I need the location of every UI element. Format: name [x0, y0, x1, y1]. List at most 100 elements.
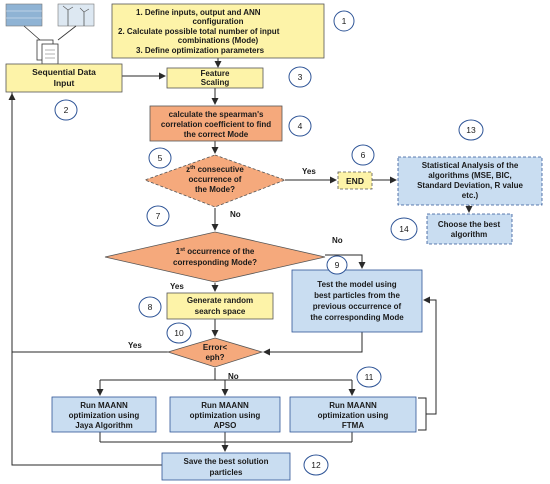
svg-text:8: 8 [148, 302, 153, 312]
svg-text:zth consecutive: zth consecutive [186, 165, 244, 174]
svg-text:optimization using: optimization using [318, 411, 389, 420]
svg-text:occurrence of: occurrence of [189, 175, 242, 184]
save-solution-box: Save the best solution particles [161, 452, 291, 481]
step-circle-11: 11 [356, 366, 382, 388]
svg-text:5: 5 [158, 153, 163, 163]
svg-text:the Mode?: the Mode? [195, 185, 235, 194]
svg-text:the correct Mode: the correct Mode [184, 130, 249, 139]
edge-label-yes-loop: Yes [128, 341, 142, 350]
svg-text:Sequential Data: Sequential Data [32, 67, 96, 77]
init-line-3: 2. Calculate possible total number of in… [118, 27, 280, 36]
svg-text:6: 6 [361, 150, 366, 160]
edge-label-no-first: No [230, 210, 241, 219]
svg-text:etc.): etc.) [462, 191, 479, 200]
error-threshold-decision: Error< eph? [166, 337, 264, 368]
svg-text:7: 7 [156, 211, 161, 221]
svg-text:optimization using: optimization using [190, 411, 261, 420]
step-circle-2: 2 [54, 99, 78, 121]
init-line-2: configuration [192, 17, 243, 26]
apso-algorithm-box: Run MAANN optimization using APSO [169, 396, 281, 433]
init-line-4: combinations (Mode) [178, 36, 259, 45]
svg-text:Error<: Error< [203, 343, 228, 352]
svg-text:FTMA: FTMA [342, 421, 364, 430]
svg-text:1st occurrence of the: 1st occurrence of the [176, 247, 255, 256]
svg-text:corresponding Mode?: corresponding Mode? [173, 258, 257, 267]
step-circle-3: 3 [288, 66, 312, 88]
sequential-data-input-box: Sequential Data Input [5, 63, 123, 93]
svg-text:END: END [346, 176, 364, 186]
step-circle-10: 10 [166, 322, 192, 344]
svg-text:calculate the spearman's: calculate the spearman's [169, 110, 264, 119]
svg-text:previous occurrence of: previous occurrence of [313, 302, 402, 311]
edge-label-no-test: No [332, 236, 343, 245]
step-circle-4: 4 [288, 115, 312, 137]
choose-best-algorithm-box: Choose the best algorithm [426, 213, 513, 245]
svg-text:APSO: APSO [214, 421, 237, 430]
step-circle-5: 5 [148, 147, 172, 169]
svg-text:Generate random: Generate random [187, 296, 253, 305]
edge-label-no-algorithms: No [228, 372, 239, 381]
svg-text:the corresponding Mode: the corresponding Mode [310, 313, 404, 322]
statistical-analysis-box: Statistical Analysis of the algorithms (… [397, 156, 543, 206]
svg-text:Save the best solution: Save the best solution [184, 457, 269, 466]
consecutive-occurrence-decision: zth consecutive occurrence of the Mode? [143, 154, 287, 208]
ftma-algorithm-box: Run MAANN optimization using FTMA [289, 396, 417, 433]
svg-text:Standard Deviation, R value: Standard Deviation, R value [417, 181, 523, 190]
init-line-1: 1. Define inputs, output and ANN [136, 8, 261, 17]
first-occurrence-decision: 1st occurrence of the corresponding Mode… [104, 231, 326, 283]
svg-text:Run MAANN: Run MAANN [201, 401, 249, 410]
step-circle-8: 8 [138, 296, 162, 318]
init-config-box: 1. Define inputs, output and ANN configu… [111, 3, 325, 59]
svg-text:best particles from the: best particles from the [314, 291, 400, 300]
svg-text:1: 1 [342, 16, 347, 26]
svg-text:11: 11 [365, 372, 374, 382]
solar-panel-icon [5, 3, 43, 27]
step-circle-13: 13 [458, 119, 484, 141]
generate-random-search-box: Generate random search space [166, 292, 274, 320]
svg-text:Statistical Analysis of the: Statistical Analysis of the [422, 161, 519, 170]
step-numbers: 1 2 3 4 5 6 7 8 9 10 11 12 13 14 [54, 10, 484, 476]
svg-text:Jaya Algorithm: Jaya Algorithm [75, 421, 133, 430]
edge-label-yes-random: Yes [170, 282, 184, 291]
documents-icon [36, 39, 59, 65]
svg-text:Scaling: Scaling [201, 78, 230, 87]
svg-text:3: 3 [298, 72, 303, 82]
svg-text:2: 2 [64, 105, 69, 115]
feature-scaling-box: Feature Scaling [166, 67, 264, 89]
svg-text:particles: particles [210, 468, 243, 477]
end-box: END [337, 171, 373, 190]
svg-text:search space: search space [195, 307, 246, 316]
svg-text:Feature: Feature [201, 69, 230, 78]
wind-turbine-icon [57, 3, 95, 27]
test-model-box: Test the model using best particles from… [291, 269, 423, 333]
data-sources-illustration [5, 3, 95, 66]
connectors [8, 58, 473, 466]
step-circle-12: 12 [303, 454, 329, 476]
edge-label-yes-end: Yes [302, 167, 316, 176]
svg-text:algorithm: algorithm [451, 230, 487, 239]
step-circle-14: 14 [390, 217, 418, 241]
svg-text:12: 12 [311, 460, 321, 470]
svg-text:Test the model using: Test the model using [317, 280, 397, 289]
step-circle-1: 1 [333, 10, 355, 32]
svg-text:Choose the best: Choose the best [438, 220, 501, 229]
step-circle-9: 9 [326, 255, 348, 275]
svg-text:Run MAANN: Run MAANN [329, 401, 377, 410]
jaya-algorithm-box: Run MAANN optimization using Jaya Algori… [51, 396, 157, 433]
svg-text:correlation coefficient to fin: correlation coefficient to find [161, 120, 271, 129]
step-circle-7: 7 [146, 205, 170, 227]
svg-text:13: 13 [466, 125, 476, 135]
svg-text:Run MAANN: Run MAANN [80, 401, 128, 410]
svg-text:4: 4 [298, 121, 303, 131]
svg-text:Input: Input [54, 78, 75, 88]
step-circle-6: 6 [351, 144, 375, 166]
svg-text:10: 10 [174, 328, 184, 338]
spearman-correlation-box: calculate the spearman's correlation coe… [149, 105, 283, 142]
svg-text:14: 14 [399, 224, 409, 234]
svg-text:eph?: eph? [205, 353, 224, 362]
init-line-5: 3. Define optimization parameters [136, 46, 265, 55]
svg-text:algorithms (MSE, BIC,: algorithms (MSE, BIC, [428, 171, 512, 180]
svg-text:9: 9 [335, 260, 340, 270]
svg-text:optimization using: optimization using [69, 411, 140, 420]
